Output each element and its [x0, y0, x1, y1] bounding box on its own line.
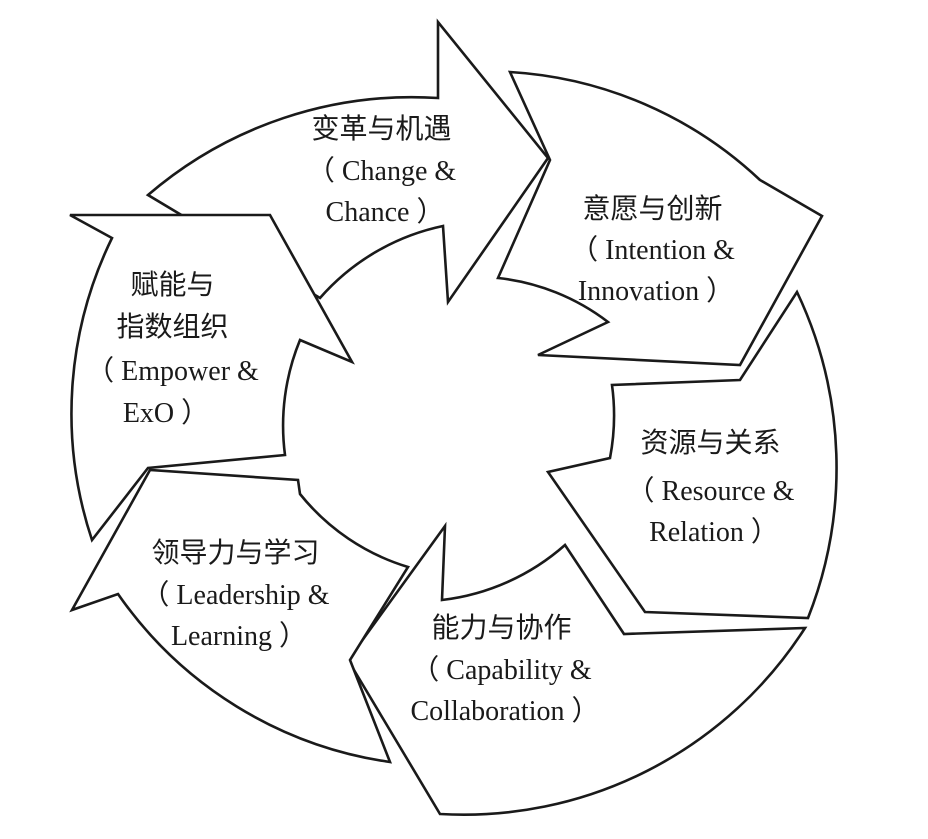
segment-change-line-2: （ Change &: [307, 155, 457, 187]
segment-capability-line-3: Collaboration ）: [411, 695, 600, 727]
segment-leadership-line-3: Learning ）: [171, 620, 307, 652]
segment-change-line-1: 变革与机遇: [311, 113, 451, 145]
svg-text:变革与机遇 （ Change & C: 变革与机遇 （ Change & Chance ）: [307, 113, 463, 228]
segment-leadership: 领导力与学习 （ Leadership & Learning ）: [69, 468, 411, 764]
segment-empower-line-4: ExO ）: [123, 397, 209, 429]
segment-empower-line-1: 赋能与: [130, 269, 214, 301]
svg-text:赋能与 指数组织 （ Empower: 赋能与 指数组织 （ Empower & ExO ）: [86, 269, 266, 429]
segment-resource-line-1: 资源与关系: [640, 427, 780, 459]
segment-resource-line-3: Relation ）: [649, 516, 779, 548]
arrow-intention: [496, 70, 824, 367]
arrow-capability: [346, 521, 808, 816]
svg-text:资源与关系 （ Resource &: 资源与关系 （ Resource & Relation ）: [627, 427, 802, 548]
segment-leadership-line-2: （ Leadership &: [141, 579, 329, 611]
segment-intention: 意愿与创新 （ Intention & Innovation ）: [496, 70, 824, 367]
segment-empower-line-2: 指数组织: [116, 311, 228, 343]
segment-capability-line-2: （ Capability &: [411, 654, 592, 686]
arrow-leadership: [69, 468, 411, 764]
segment-empower-line-3: （ Empower &: [86, 355, 259, 387]
segment-change-line-3: Chance ）: [326, 196, 445, 228]
segment-intention-line-3: Innovation ）: [578, 275, 734, 307]
arrow-empower: [69, 213, 355, 543]
segment-empower: 赋能与 指数组织 （ Empower & ExO ）: [69, 213, 355, 543]
segment-intention-line-2: （ Intention &: [570, 234, 735, 266]
segment-resource: 资源与关系 （ Resource & Relation ）: [545, 289, 838, 620]
segment-resource-line-2: （ Resource &: [627, 475, 795, 507]
svg-text:能力与协作 （ Capability &: 能力与协作 （ Capability & Collaboration ）: [411, 612, 600, 727]
arrow-resource: [545, 289, 838, 620]
segment-intention-line-1: 意愿与创新: [582, 193, 722, 225]
segment-capability: 能力与协作 （ Capability & Collaboration ）: [346, 521, 808, 816]
svg-text:领导力与学习 （ Leadership &: 领导力与学习 （ Leadership & Learning ）: [141, 537, 336, 652]
svg-text:意愿与创新 （ Intention &: 意愿与创新 （ Intention & Innovation ）: [570, 193, 742, 307]
segment-leadership-line-1: 领导力与学习: [151, 537, 319, 569]
segment-capability-line-1: 能力与协作: [431, 612, 571, 644]
